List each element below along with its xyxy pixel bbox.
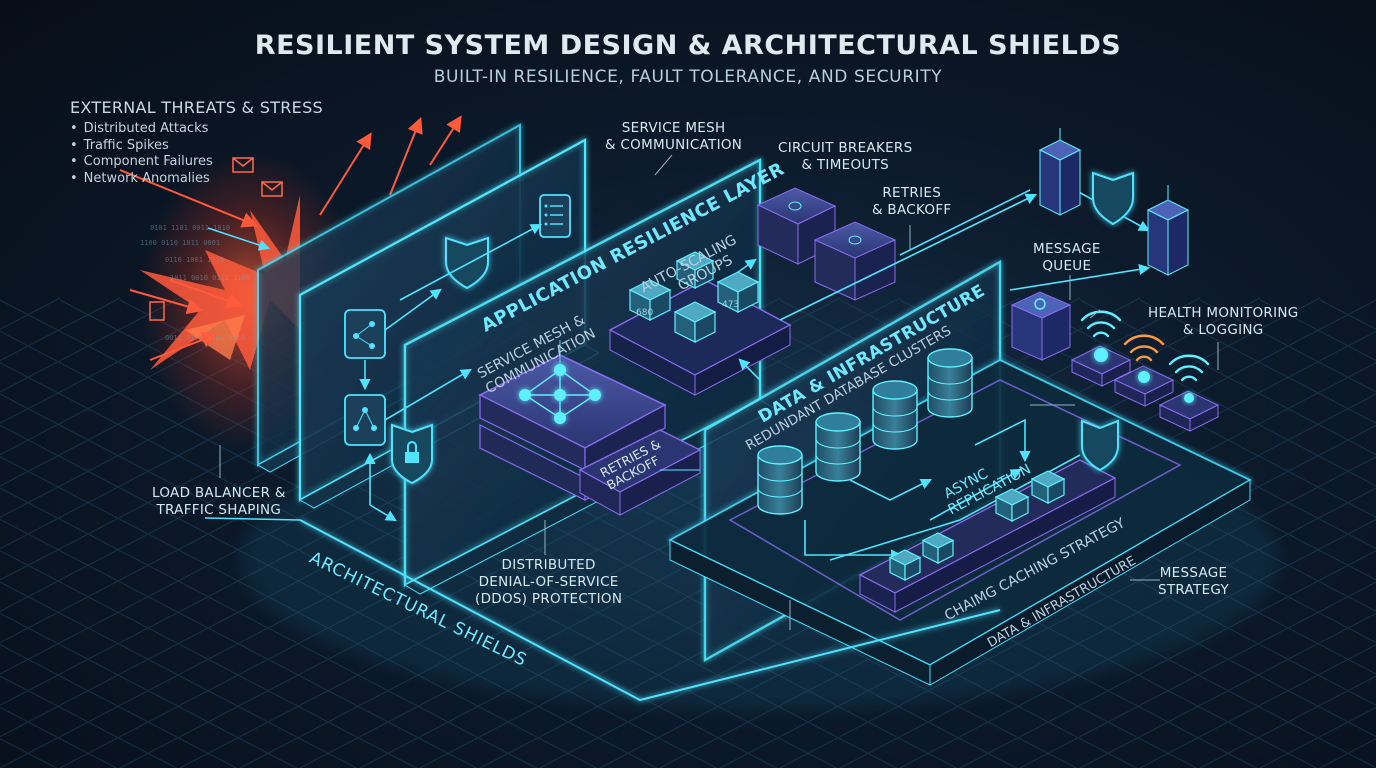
cube-icon: [673, 301, 717, 343]
callout-service-mesh: SERVICE MESH & COMMUNICATION: [605, 120, 743, 153]
database-cluster: [757, 348, 973, 515]
callout-message-strategy: MESSAGE STRATEGY: [1158, 565, 1230, 598]
svg-text:1100 0110 1011 0001: 1100 0110 1011 0001: [140, 239, 220, 247]
cube-icon: [628, 279, 672, 321]
cube-icon: [888, 549, 922, 581]
network-node-icon: [344, 394, 386, 446]
shield-icon: [445, 236, 489, 290]
callout-ddos-protection: DISTRIBUTED DENIAL-OF-SERVICE (DDoS) PRO…: [475, 557, 623, 607]
wifi-signal-icon: [1080, 310, 1122, 338]
callout-health-monitoring: HEALTH MONITORING & LOGGING: [1148, 305, 1299, 338]
callout-message-queue: MESSAGE QUEUE: [1033, 241, 1101, 274]
database-cylinder-icon: [757, 445, 803, 515]
lock-icon: [391, 423, 433, 485]
threats-list: Distributed Attacks Traffic Spikes Compo…: [70, 121, 323, 187]
threat-item: Component Failures: [70, 154, 323, 171]
retries-backoff-unit: [578, 429, 702, 516]
document-icon: [149, 301, 165, 321]
wifi-signal-icon: [1123, 334, 1165, 362]
threats-legend: EXTERNAL THREATS & STRESS Distributed At…: [70, 98, 323, 187]
database-cylinder-icon: [815, 412, 861, 482]
network-node-icon: [344, 309, 386, 359]
svg-text:1011 0010 0111 1100: 1011 0010 0111 1100: [170, 274, 250, 282]
cube-icon: [1030, 470, 1066, 504]
wifi-signal-icon: [1168, 354, 1210, 382]
gear-icon: [1034, 298, 1046, 310]
callout-load-balancer: LOAD BALANCER & TRAFFIC SHAPING: [152, 485, 286, 518]
svg-text:0011 0101 1101 0110: 0011 0101 1101 0110: [165, 334, 245, 342]
svg-text:0110 1001 1110: 0110 1001 1110: [165, 256, 224, 264]
shield-icon: [1081, 419, 1119, 472]
cube-chip-label: 473: [722, 300, 740, 310]
cube-icon: [994, 488, 1030, 522]
cube-chip-label: 680: [636, 308, 654, 318]
page-subtitle: BUILT-IN RESILIENCE, FAULT TOLERANCE, AN…: [433, 67, 943, 87]
checklist-icon: [539, 194, 571, 238]
threat-item: Distributed Attacks: [70, 121, 323, 138]
callout-circuit-breakers: CIRCUIT BREAKERS & TIMEOUTS: [778, 140, 913, 173]
cube-icon: [921, 532, 955, 564]
server-rack-icon: [1146, 185, 1190, 276]
page-title: RESILIENT SYSTEM DESIGN & ARCHITECTURAL …: [254, 30, 1122, 61]
gear-server-icon: [1010, 291, 1072, 361]
svg-text:0101 1101 0011 1010: 0101 1101 0011 1010: [150, 224, 230, 232]
shield-icon: [1092, 171, 1134, 226]
circuit-breaker-units: [756, 187, 897, 301]
server-rack-icon: [1038, 128, 1082, 216]
cube-icon: [716, 271, 760, 313]
database-cylinder-icon: [872, 380, 918, 450]
monitoring-nodes: [1070, 345, 1220, 432]
threats-heading: EXTERNAL THREATS & STRESS: [70, 98, 323, 117]
cube-icon: [675, 251, 715, 289]
threat-item: Network Anomalies: [70, 171, 323, 188]
database-cylinder-icon: [927, 348, 973, 418]
callout-retries-backoff: RETRIES & BACKOFF: [872, 185, 952, 218]
threat-item: Traffic Spikes: [70, 138, 323, 155]
